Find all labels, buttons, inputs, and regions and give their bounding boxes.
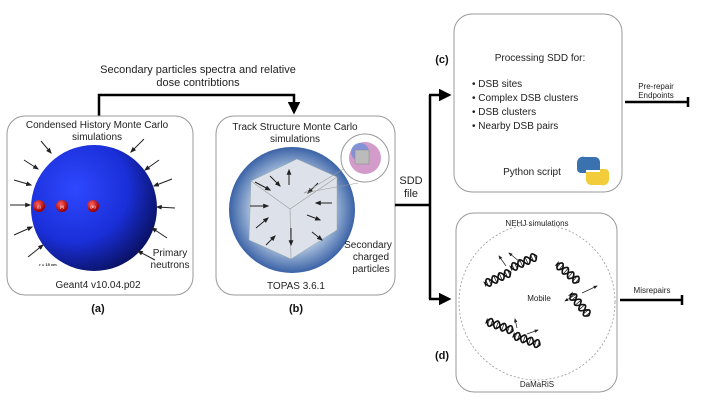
dna-helix-icon (511, 331, 541, 349)
dna-helix-icon (509, 253, 538, 272)
dna-strands (483, 253, 591, 349)
panel-d-title: NEHJ simulations (505, 219, 568, 228)
secondary-particle-arrows (250, 168, 332, 247)
primary-neutrons-line1: Primary (153, 248, 187, 259)
panel-b-title-line1: Track Structure Monte Carlo (232, 122, 358, 133)
pre-repair-line2: Endpoints (638, 91, 674, 100)
dna-motion-arrows (498, 252, 598, 335)
list-item: • DSB sites (472, 79, 522, 90)
mobile-label: Mobile (527, 294, 551, 303)
pre-repair-line1: Pre-repair (638, 82, 674, 91)
panel-a-title-line2: simulations (72, 132, 122, 143)
list-item: • Nearby DSB pairs (472, 121, 558, 132)
panel-d: (d) NEHJ simulations Mobile DaMaRiS Misr… (435, 212, 684, 393)
sdd-label-line2: file (404, 188, 418, 200)
dna-helix-icon (554, 260, 580, 284)
python-logo-icon (576, 156, 610, 186)
primary-neutrons-line2: neutrons (151, 260, 190, 271)
secondary-charged-line2: charged (353, 252, 389, 263)
panel-d-footer: DaMaRiS (520, 380, 554, 389)
panel-c-label: (c) (435, 54, 449, 66)
nucleus-inset (303, 133, 390, 194)
radius-note: r = 15 cm (39, 262, 57, 267)
panel-c: (c) Processing SDD for: • DSB sites • Co… (435, 13, 690, 193)
top-connector: Secondary particles spectra and relative… (97, 64, 301, 116)
marker-ii: (ii) (60, 204, 65, 209)
secondary-charged-line1: Secondary (344, 240, 392, 251)
panel-c-heading: Processing SDD for: (495, 53, 586, 64)
panel-b-label: (b) (289, 303, 303, 315)
list-item: • Complex DSB clusters (472, 93, 578, 104)
panel-a-title-line1: Condensed History Monte Carlo (26, 120, 169, 131)
panel-a-footer: Geant4 v10.04.p02 (55, 280, 141, 291)
panel-b: Track Structure Monte Carlo simulations … (215, 115, 396, 315)
marker-i: (i) (37, 204, 41, 209)
connector-label-line1: Secondary particles spectra and relative (100, 64, 296, 76)
sdd-connector: SDD file (395, 88, 452, 306)
panel-b-footer: TOPAS 3.6.1 (267, 281, 325, 292)
secondary-charged-line3: particles (352, 264, 389, 275)
connector-label-line2: dose contribtions (156, 77, 240, 89)
dna-helix-icon (483, 269, 512, 288)
panel-a: Condensed History Monte Carlo simulation… (6, 115, 194, 315)
panel-b-title-line2: simulations (270, 134, 320, 145)
processing-list: • DSB sites • Complex DSB clusters • DSB… (472, 79, 578, 132)
dna-helix-icon (484, 317, 514, 335)
incoming-neutron-arrows (10, 138, 176, 261)
panel-d-label: (d) (435, 350, 449, 362)
pre-repair-output-line (625, 97, 690, 107)
dosimetry-markers: (i) (ii) (iii) (33, 200, 99, 212)
panel-c-footer: Python script (503, 167, 561, 178)
misrepairs-output-line (620, 295, 684, 305)
nucleus-boundary (458, 223, 616, 381)
marker-iii: (iii) (90, 204, 96, 209)
list-item: • DSB clusters (472, 107, 536, 118)
sdd-label-line1: SDD (399, 175, 422, 187)
panel-a-label: (a) (91, 303, 105, 315)
misrepairs-label: Misrepairs (634, 286, 671, 295)
